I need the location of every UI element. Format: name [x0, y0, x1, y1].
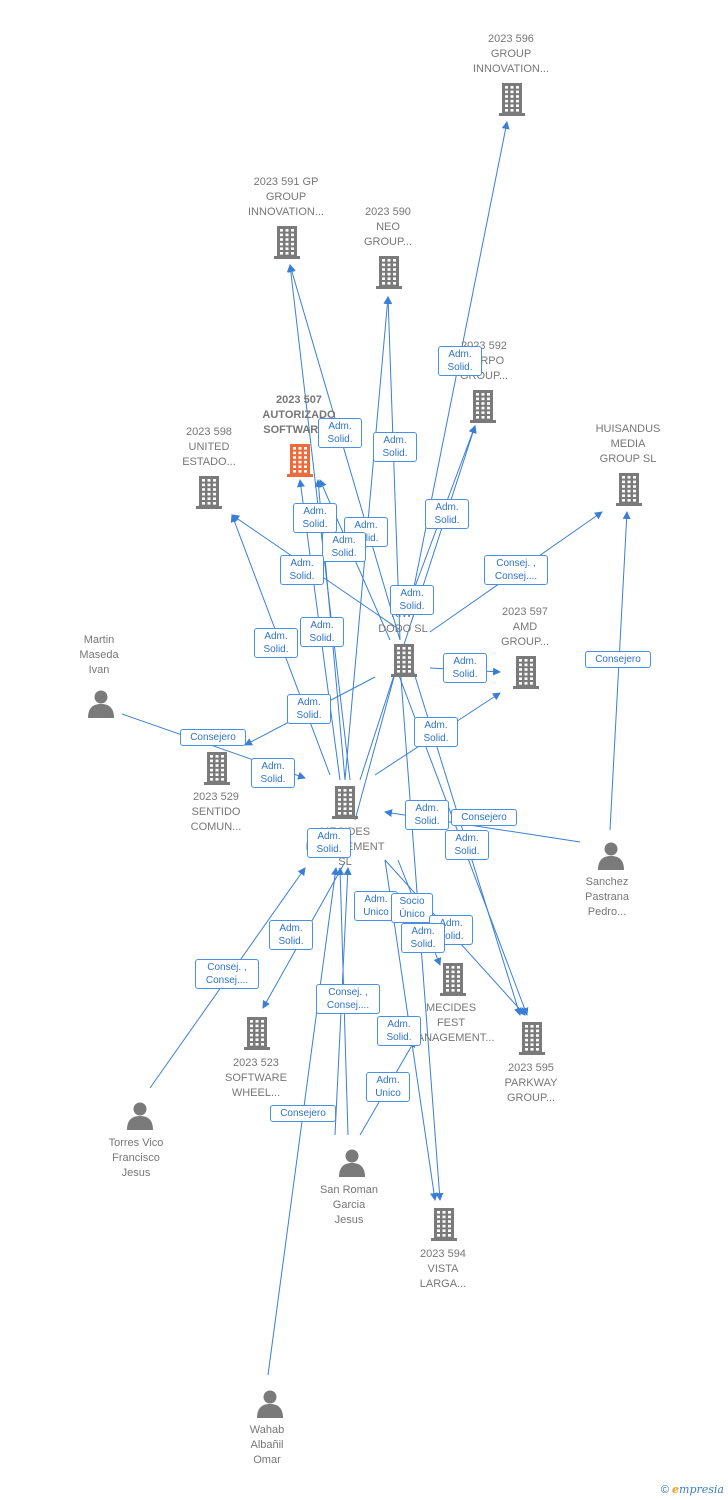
node-label: 2023 507 AUTORIZADO SOFTWARE... [262, 394, 336, 436]
node-mecides-management[interactable]: MECIDES MANAGEMENT SL [306, 825, 400, 870]
building-icon[interactable] [511, 655, 541, 694]
building-icon[interactable] [438, 962, 468, 1001]
person-icon[interactable] [596, 840, 626, 875]
building-icon[interactable] [242, 1016, 272, 1055]
relation-badge[interactable]: Adm. Solid. [405, 800, 449, 830]
relation-badge[interactable]: Adm. Solid. [251, 758, 295, 788]
relation-badge[interactable]: Adm. Solid. [318, 418, 362, 448]
node-wahab-albanil[interactable]: Wahab Albañil Omar [250, 1423, 322, 1468]
node-label: 2023 523 SOFTWARE WHEEL... [225, 1057, 287, 1099]
node-label: 2023 529 SENTIDO COMUN... [190, 791, 242, 833]
building-icon[interactable] [194, 475, 224, 514]
relationship-line [384, 296, 401, 641]
relation-badge[interactable]: Adm. Solid. [445, 830, 489, 860]
node-2023-595[interactable]: 2023 595 PARKWAY GROUP... [505, 1061, 586, 1106]
relation-badge[interactable]: Adm. Solid. [300, 617, 344, 647]
node-2023-592[interactable]: 2023 592 CORPO GROUP... [460, 339, 539, 384]
node-2023-523[interactable]: 2023 523 SOFTWARE WHEEL... [225, 1056, 311, 1101]
relation-badge[interactable]: Adm. Solid. [390, 585, 434, 615]
node-2023-594[interactable]: 2023 594 VISTA LARGA... [420, 1247, 498, 1292]
node-sanchez-pastrana[interactable]: Sanchez Pastrana Pedro... [585, 875, 662, 920]
building-icon[interactable] [468, 389, 498, 428]
node-huisandus[interactable]: HUISANDUS MEDIA GROUP SL [596, 422, 683, 467]
building-icon-highlighted[interactable] [285, 443, 315, 482]
node-2023-598[interactable]: 2023 598 UNITED ESTADO... [182, 425, 264, 470]
relation-badge[interactable]: Adm. Solid. [307, 828, 351, 858]
building-icon[interactable] [517, 1021, 547, 1060]
relation-badge[interactable]: Adm. Solid. [287, 694, 331, 724]
relationship-line [288, 264, 401, 641]
relation-badge[interactable]: Consejero [270, 1105, 336, 1122]
node-label: Sanchez Pastrana Pedro... [584, 876, 630, 918]
person-icon[interactable] [86, 688, 116, 723]
relation-badge[interactable]: Adm. Solid. [377, 1016, 421, 1046]
node-label: Martin Maseda Ivan [79, 634, 119, 676]
node-2023-596[interactable]: 2023 596 GROUP INNOVATION... [473, 32, 566, 77]
relation-badge[interactable]: Adm. Solid. [269, 920, 313, 950]
relation-badge[interactable]: Adm. Solid. [425, 499, 469, 529]
building-icon[interactable] [272, 225, 302, 264]
node-san-roman[interactable]: San Roman Garcia Jesus [320, 1183, 404, 1228]
node-mecides-fest[interactable]: MECIDES FEST MANAGEMENT... [408, 1001, 506, 1046]
node-label: 2023 597 AMD GROUP... [500, 606, 550, 648]
building-icon[interactable] [330, 785, 360, 824]
relationship-line [609, 511, 631, 831]
relation-badge[interactable]: Consej. , Consej.... [195, 959, 259, 989]
building-icon[interactable] [389, 643, 419, 682]
relation-badge[interactable]: Adm. Solid. [293, 503, 337, 533]
node-label: 2023 591 GP GROUP INNOVATION... [248, 176, 324, 218]
node-2023-590[interactable]: 2023 590 NEO GROUP... [364, 205, 443, 250]
relation-badge[interactable]: Adm. Solid. [322, 532, 366, 562]
brand-logo: empresia [672, 1483, 724, 1496]
relation-badge[interactable]: Socio Único [391, 893, 433, 923]
relation-badge[interactable]: Consejero [451, 809, 517, 826]
relation-badge[interactable]: Consejero [180, 729, 246, 746]
relation-badge[interactable]: Consejero [585, 651, 651, 668]
building-icon[interactable] [374, 255, 404, 294]
person-icon[interactable] [255, 1388, 285, 1423]
relation-badge[interactable]: Adm. Solid. [438, 346, 482, 376]
node-2023-597[interactable]: 2023 597 AMD GROUP... [501, 605, 580, 650]
node-2023-529[interactable]: 2023 529 SENTIDO COMUN... [191, 790, 271, 835]
node-2023-591[interactable]: 2023 591 GP GROUP INNOVATION... [248, 175, 341, 220]
relation-badge[interactable]: Consej. , Consej.... [484, 555, 548, 585]
relation-badge[interactable]: Adm. Solid. [373, 432, 417, 462]
relation-badge[interactable]: Adm. Solid. [443, 653, 487, 683]
relation-badge[interactable]: Adm. Unico [354, 891, 398, 921]
building-icon[interactable] [497, 82, 527, 121]
relationship-line [354, 654, 403, 821]
node-label: MECIDES FEST MANAGEMENT... [407, 1002, 495, 1044]
building-icon[interactable] [614, 472, 644, 511]
relation-badge[interactable]: Adm. Unico [366, 1072, 410, 1102]
copyright-symbol: © [660, 1484, 669, 1496]
footer-brand[interactable]: © empresia [661, 1483, 724, 1496]
node-label: San Roman Garcia Jesus [319, 1184, 379, 1226]
node-label: 2023 594 VISTA LARGA... [419, 1248, 467, 1290]
relation-badge[interactable]: Adm. Solid. [280, 555, 324, 585]
node-torres-vico[interactable]: Torres Vico Francisco Jesus [109, 1136, 191, 1181]
node-2023-507[interactable]: 2023 507 AUTORIZADO SOFTWARE... [262, 393, 354, 438]
node-label: Wahab Albañil Omar [249, 1424, 285, 1466]
node-label: 2023 596 GROUP INNOVATION... [473, 33, 549, 75]
node-label: 2023 598 UNITED ESTADO... [182, 426, 236, 468]
relation-badge[interactable]: Adm. Solid. [414, 717, 458, 747]
relation-badge[interactable]: Adm. Solid. [401, 923, 445, 953]
node-label: HUISANDUS MEDIA GROUP SL [595, 423, 661, 465]
node-label: Torres Vico Francisco Jesus [108, 1137, 164, 1179]
relation-badge[interactable]: Adm. Solid. [254, 628, 298, 658]
node-label: 2023 590 NEO GROUP... [363, 206, 413, 248]
relation-badge[interactable]: Consej. , Consej.... [316, 984, 380, 1014]
node-martin-maseda[interactable]: Martin Maseda Ivan [79, 633, 154, 678]
building-icon[interactable] [429, 1207, 459, 1246]
node-label: 2023 595 PARKWAY GROUP... [504, 1062, 558, 1104]
building-icon[interactable] [202, 751, 232, 790]
person-icon[interactable] [337, 1147, 367, 1182]
person-icon[interactable] [125, 1100, 155, 1135]
